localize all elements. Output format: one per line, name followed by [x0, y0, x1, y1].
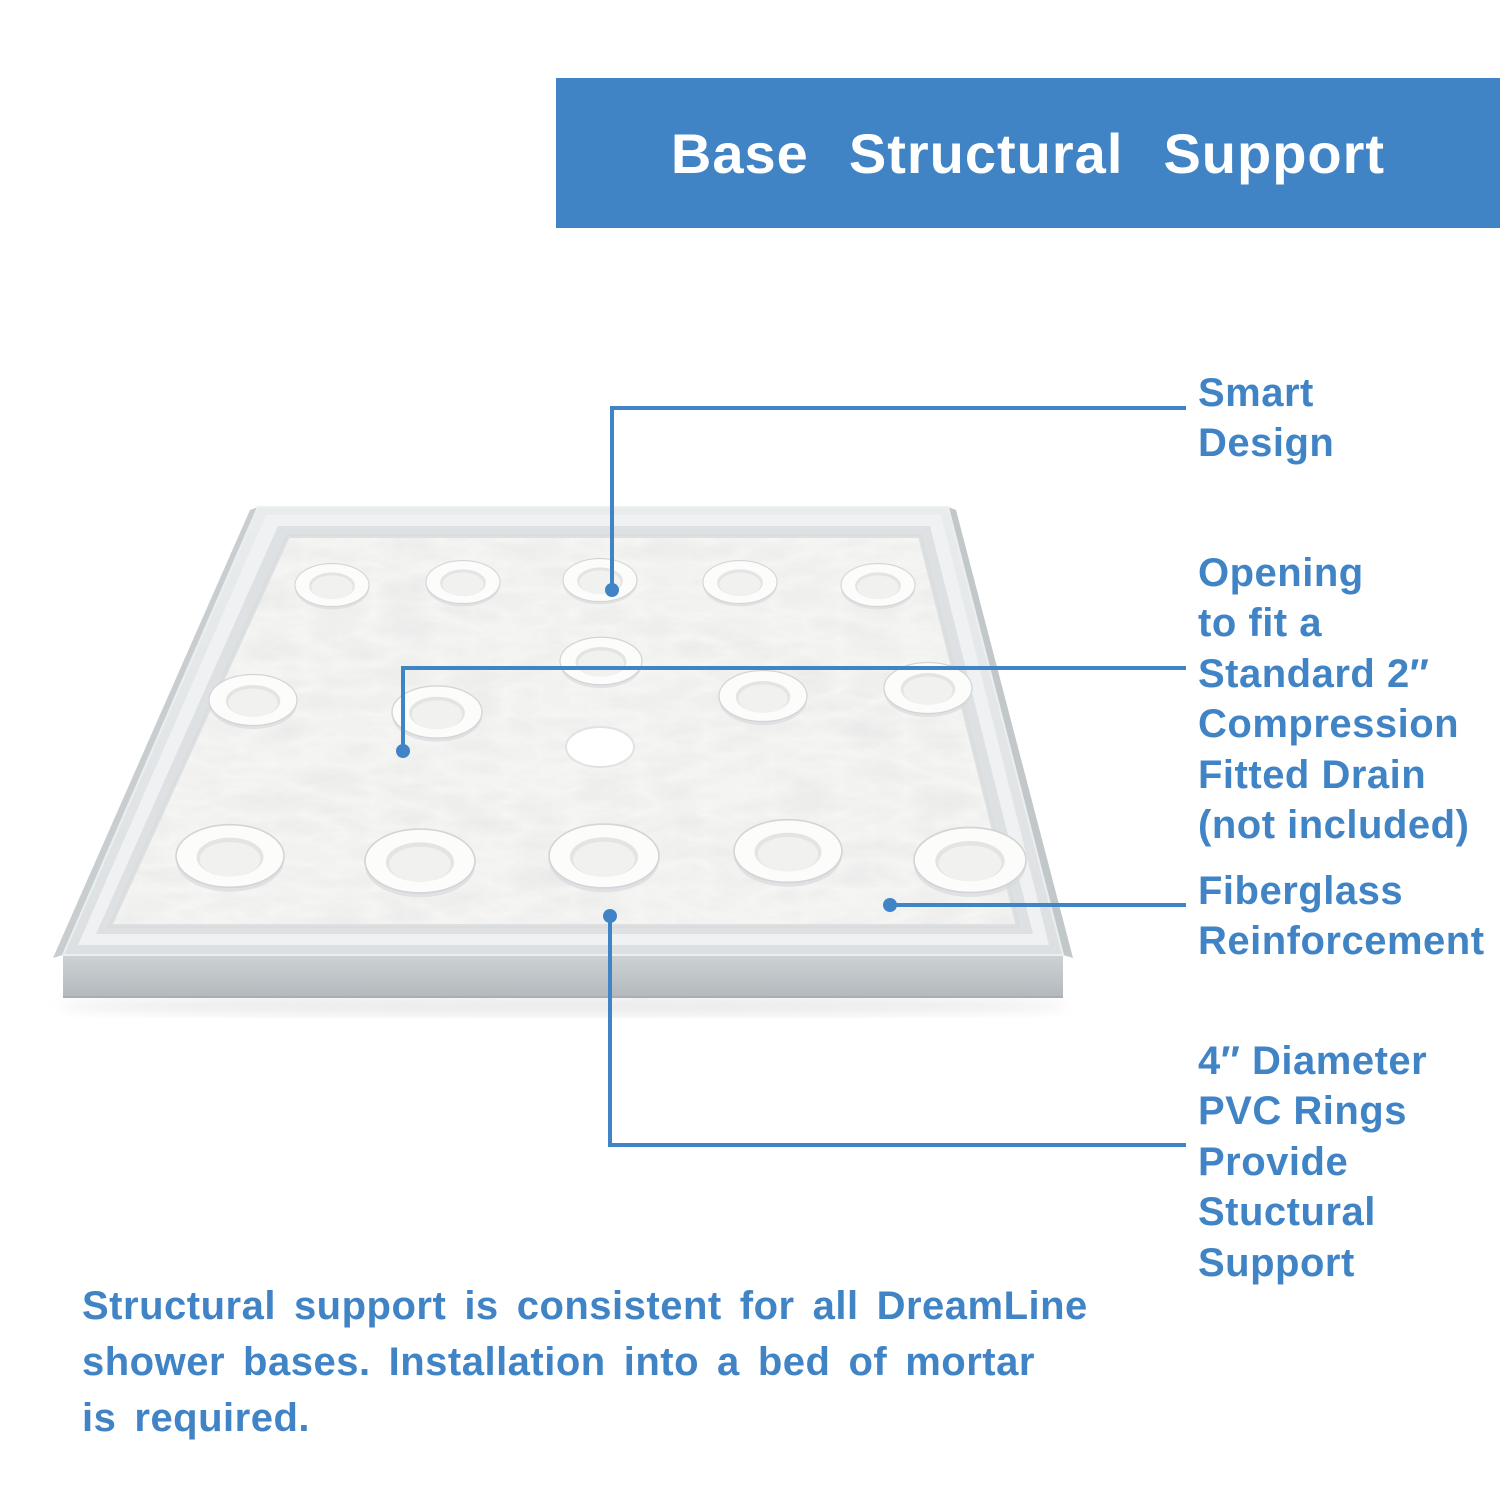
- footer-note: Structural support is consistent for all…: [82, 1284, 1088, 1440]
- callout-label-smart-design: Smart Design: [1198, 371, 1335, 466]
- pvc-ring: [840, 562, 916, 610]
- pvc-ring: [208, 673, 298, 730]
- pvc-ring: [175, 823, 285, 893]
- base-left-wall: [53, 507, 258, 958]
- title-banner: Base Structural Support: [556, 78, 1500, 228]
- pvc-ring: [425, 559, 501, 607]
- pvc-ring: [391, 685, 483, 743]
- callout-label-pvc-rings: 4″ Diameter PVC Rings Provide Stuctural …: [1198, 1039, 1428, 1285]
- callout-label-drain-opening: Opening to fit a Standard 2″ Compression…: [1198, 551, 1470, 847]
- pvc-ring: [294, 562, 370, 610]
- pvc-ring: [548, 823, 660, 894]
- page-title: Base Structural Support: [670, 121, 1386, 185]
- callout-label-fiberglass: Fiberglass Reinforcement: [1198, 869, 1485, 964]
- pvc-ring: [733, 818, 843, 888]
- pvc-ring: [702, 559, 778, 607]
- pvc-ring: [364, 828, 476, 899]
- shower-base-illustration: [53, 506, 1073, 1016]
- pvc-ring: [559, 636, 643, 689]
- drain-opening: [565, 726, 635, 768]
- pvc-ring: [883, 661, 973, 718]
- base-front-wall: [63, 955, 1063, 997]
- pvc-ring: [718, 669, 808, 726]
- base-shadow: [58, 996, 1068, 1016]
- pvc-ring: [913, 826, 1027, 898]
- pvc-ring: [562, 557, 638, 605]
